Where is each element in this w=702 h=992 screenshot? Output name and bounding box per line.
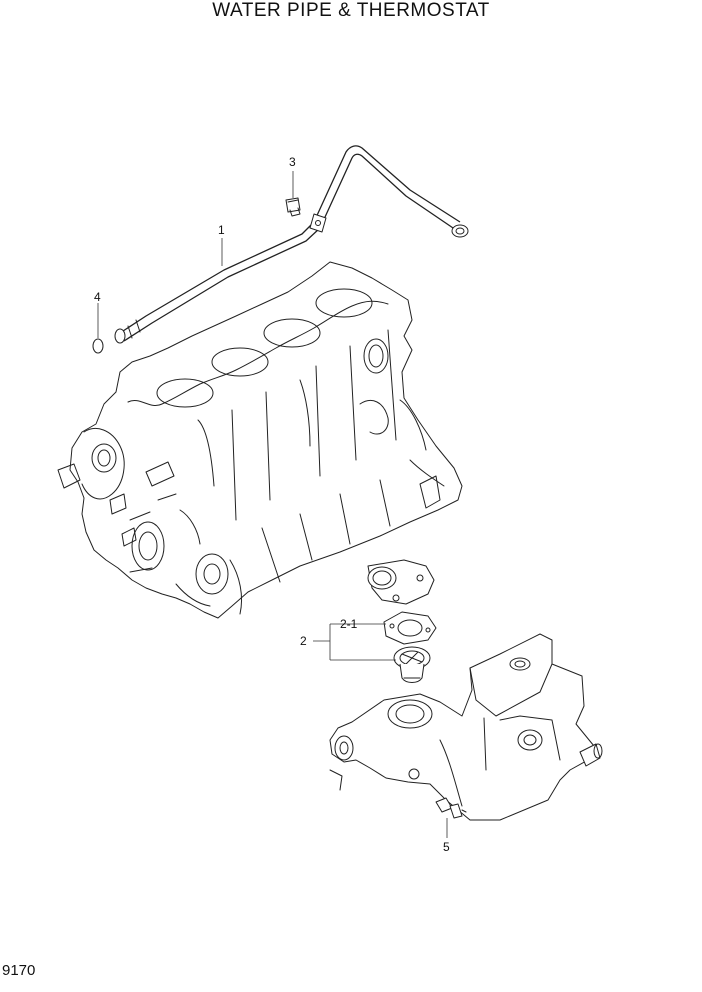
- callout-2: 2: [300, 634, 307, 648]
- callout-3: 3: [289, 155, 296, 169]
- callout-5: 5: [443, 840, 450, 854]
- sensor: [435, 797, 467, 819]
- o-ring: [92, 338, 104, 354]
- gasket: [383, 611, 437, 645]
- thermostat-cover: [367, 559, 435, 605]
- page-number: 9170: [2, 962, 36, 979]
- water-pipe: [114, 145, 469, 344]
- diagram-title: WATER PIPE & THERMOSTAT: [212, 0, 490, 21]
- callout-4: 4: [94, 290, 101, 304]
- callout-leaders: [97, 171, 448, 838]
- bolt: [285, 197, 301, 217]
- callout-2-1: 2-1: [340, 617, 358, 631]
- callout-1: 1: [218, 223, 225, 237]
- thermostat-housing: [329, 633, 603, 821]
- thermostat: [393, 646, 431, 683]
- engine-block: [57, 261, 463, 619]
